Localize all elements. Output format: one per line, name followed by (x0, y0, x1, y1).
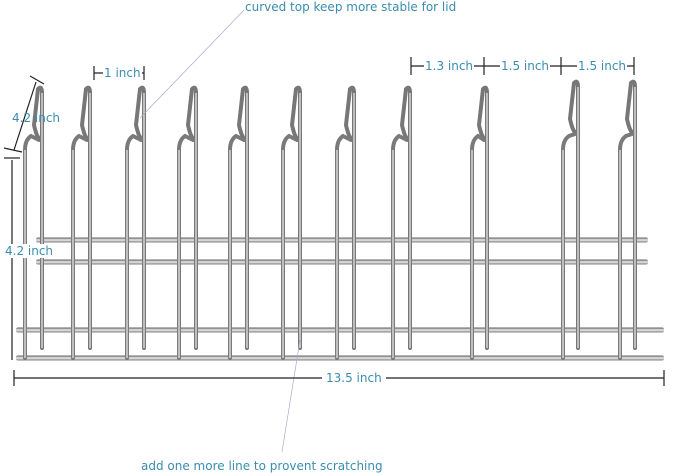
rear-wire (567, 79, 580, 350)
rear-wire (476, 85, 489, 350)
rear-wire (236, 85, 249, 350)
slant-height-label: 4.2 inch (12, 111, 61, 125)
spacing-label-2: 1.5 inch (500, 59, 551, 73)
dividers (23, 79, 637, 360)
rear-wire (343, 85, 356, 350)
divider-1 (23, 85, 44, 360)
callout-leader-top (139, 5, 249, 119)
spacing-label-1: 1.3 inch (424, 59, 475, 73)
rear-wire (31, 85, 44, 350)
front-wire (281, 133, 299, 360)
divider-10 (561, 79, 580, 360)
divider-2 (71, 85, 92, 360)
divider-11 (618, 79, 637, 360)
front-wire (470, 133, 486, 360)
front-wire (23, 133, 41, 360)
rear-wire (624, 79, 637, 350)
front-wire (228, 133, 246, 360)
front-wire (335, 133, 353, 360)
divider-7 (335, 85, 356, 360)
slant-dim-line (13, 81, 37, 151)
top-callout: curved top keep more stable for lid (244, 0, 458, 14)
divider-8 (391, 85, 412, 360)
front-wire (177, 133, 195, 360)
divider-4 (177, 85, 198, 360)
divider-5 (228, 85, 249, 360)
divider-3 (125, 85, 146, 360)
bottom-callout: add one more line to provent scratching (140, 459, 384, 473)
front-wire (618, 132, 634, 360)
front-wire (391, 133, 409, 360)
rear-wire (185, 85, 198, 350)
rear-wire (289, 85, 302, 350)
wire-gap-label: 1 inch (103, 66, 142, 80)
divider-6 (281, 85, 302, 360)
rear-wire (399, 85, 412, 350)
spacing-label-3: 1.5 inch (577, 59, 628, 73)
rail-4 (16, 355, 664, 361)
rail-1 (36, 237, 648, 243)
rail-2 (36, 259, 648, 265)
width-label: 13.5 inch (322, 371, 386, 385)
front-wire (125, 133, 143, 360)
callout-leader-bottom (281, 339, 301, 453)
rear-wire (79, 85, 92, 350)
height-label: 4.2 inch (4, 244, 55, 258)
front-wire (561, 132, 577, 360)
rear-wire (133, 85, 146, 350)
front-wire (71, 133, 89, 360)
rails (16, 237, 664, 361)
rail-3 (16, 327, 664, 333)
divider-9 (470, 85, 489, 360)
